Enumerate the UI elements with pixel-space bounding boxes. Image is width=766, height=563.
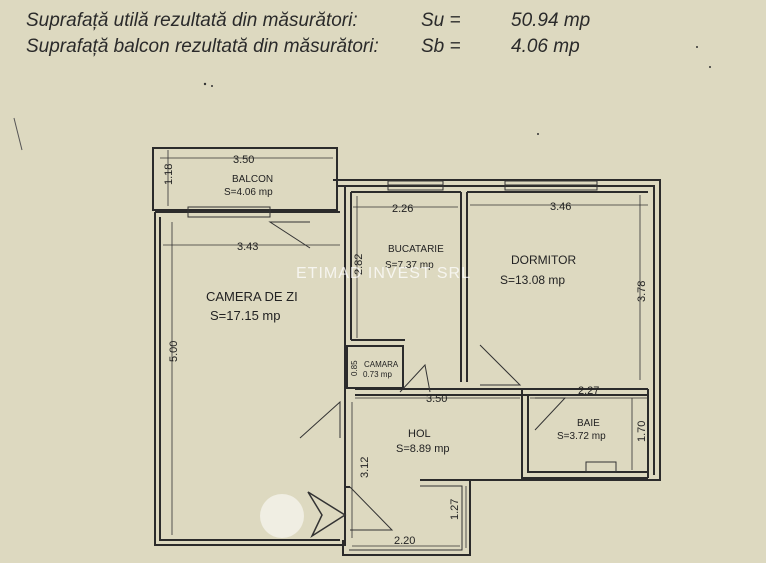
room-camara-name: CAMARA bbox=[364, 360, 399, 369]
balcony-area-symbol: Sb = bbox=[421, 36, 461, 57]
room-balcon-name: BALCON bbox=[232, 174, 273, 185]
room-baie-area: S=3.72 mp bbox=[557, 431, 606, 442]
dim-bucatarie-width: 2.26 bbox=[392, 203, 413, 215]
dim-dormitor-width: 3.46 bbox=[550, 201, 571, 213]
dim-balcon-width: 3.50 bbox=[233, 154, 254, 166]
dimension-labels: 3.50 1.18 3.43 5.00 2.26 2.82 3.46 3.78 … bbox=[163, 154, 648, 547]
room-bucatarie-name: BUCATARIE bbox=[388, 244, 444, 255]
header: Suprafață utilă rezultată din măsurători… bbox=[26, 8, 590, 60]
balcony-area-label: Suprafață balcon rezultată din măsurător… bbox=[26, 36, 379, 57]
dim-dormitor-length: 3.78 bbox=[636, 281, 648, 302]
room-balcon-area: S=4.06 mp bbox=[224, 187, 273, 198]
dim-entry-width: 2.20 bbox=[394, 535, 415, 547]
dim-balcon-depth: 1.18 bbox=[163, 164, 175, 185]
useful-area-symbol: Su = bbox=[421, 10, 461, 31]
balcony-area-value: 4.06 mp bbox=[511, 36, 580, 57]
dim-baie-width: 2.27 bbox=[578, 385, 599, 397]
dim-entry-length: 1.27 bbox=[449, 499, 461, 520]
dim-hol-width: 3.50 bbox=[426, 393, 447, 405]
dim-camara-depth: 0.85 bbox=[350, 360, 359, 376]
balcony-area-line: Suprafață balcon rezultată din măsurător… bbox=[26, 34, 590, 60]
room-bucatarie-area: S=7.37 mp bbox=[385, 260, 434, 271]
room-hol-name: HOL bbox=[408, 428, 431, 440]
room-hol-area: S=8.89 mp bbox=[396, 443, 450, 455]
room-dormitor-name: DORMITOR bbox=[511, 253, 576, 267]
paper-specks bbox=[13, 46, 711, 151]
useful-area-line: Suprafață utilă rezultată din măsurători… bbox=[26, 8, 590, 34]
navigation-arrow-icon[interactable] bbox=[307, 491, 347, 539]
dim-bucatarie-length: 2.82 bbox=[353, 254, 365, 275]
dimension-lines bbox=[160, 150, 648, 548]
walls bbox=[152, 147, 661, 556]
room-baie-name: BAIE bbox=[577, 418, 600, 429]
room-labels: BALCON S=4.06 mp CAMERA DE ZI S=17.15 mp… bbox=[206, 174, 606, 455]
dim-camera-width: 3.43 bbox=[237, 241, 258, 253]
dim-camera-length: 5.00 bbox=[168, 341, 180, 362]
navigation-button[interactable] bbox=[260, 494, 304, 538]
room-camara-area: 0.73 mp bbox=[363, 370, 392, 379]
room-camera-name: CAMERA DE ZI bbox=[206, 289, 298, 304]
useful-area-label: Suprafață utilă rezultată din măsurători… bbox=[26, 10, 358, 31]
dim-baie-length: 1.70 bbox=[636, 421, 648, 442]
useful-area-value: 50.94 mp bbox=[511, 10, 591, 31]
room-camera-area: S=17.15 mp bbox=[210, 308, 280, 323]
dim-hol-length: 3.12 bbox=[359, 457, 371, 478]
watermark: ETIMAD INVEST SRL bbox=[296, 265, 471, 282]
room-dormitor-area: S=13.08 mp bbox=[500, 273, 565, 287]
